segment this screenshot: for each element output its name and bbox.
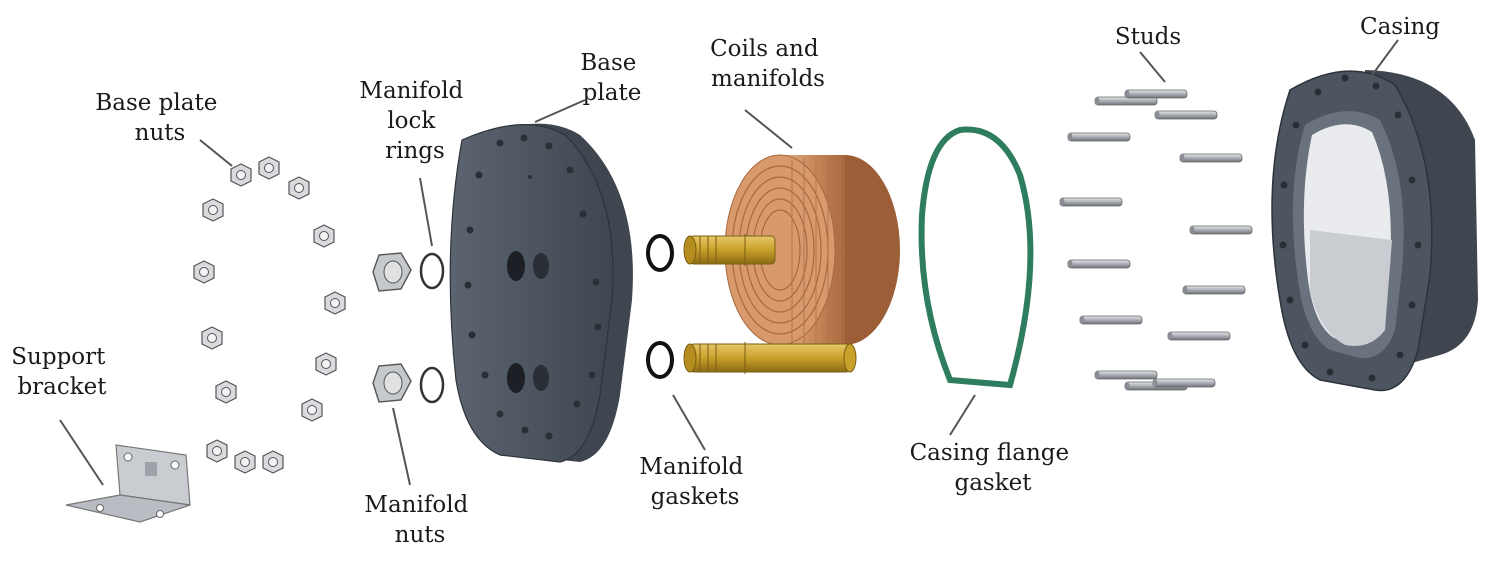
base-plate-nuts-part: [193, 156, 346, 474]
coils-and-manifolds-leader: [744, 109, 793, 149]
studs-label: Studs: [1115, 24, 1181, 50]
support-bracket-label: Support bracket: [11, 344, 112, 400]
support-bracket-leader: [59, 419, 104, 486]
casing-flange-gasket-leader: [949, 394, 976, 436]
casing-leader: [1369, 39, 1399, 79]
casing-flange-gasket-part: [918, 126, 1034, 389]
casing-flange-gasket-label: Casing flange gasket: [910, 440, 1077, 496]
manifold-nuts-label: Manifold nuts: [364, 492, 475, 548]
manifold-nuts-leader: [392, 407, 411, 486]
casing-part: [1271, 70, 1478, 392]
coils-and-manifolds-part: [683, 154, 900, 374]
studs-part: [1059, 89, 1253, 391]
casing-label: Casing: [1360, 14, 1440, 40]
studs-leader: [1139, 51, 1166, 83]
manifold-lock-rings-leader: [419, 177, 433, 247]
base-plate-leader: [534, 99, 586, 123]
base-plate-nuts-label: Base plate nuts: [95, 90, 224, 146]
base-plate-part: [449, 123, 633, 463]
manifold-lock-rings-label: Manifold lock rings: [359, 78, 470, 164]
base-plate-label: Base plate: [580, 50, 643, 106]
manifold-nuts-part: [372, 252, 412, 403]
base-plate-nuts-leader: [199, 139, 233, 167]
support-bracket-part: [65, 444, 191, 523]
manifold-gaskets-leader: [672, 394, 706, 451]
manifold-gaskets-part: [646, 234, 674, 379]
coils-and-manifolds-label: Coils and manifolds: [710, 36, 826, 92]
manifold-lock-rings-part: [419, 252, 445, 404]
manifold-gaskets-label: Manifold gaskets: [639, 454, 750, 510]
